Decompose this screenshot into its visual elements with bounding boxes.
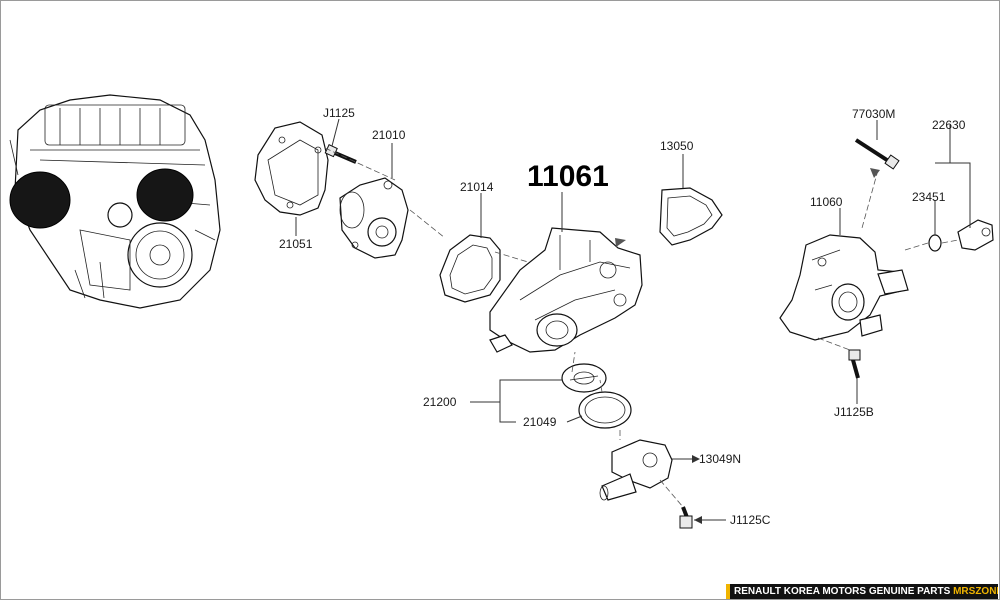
part-11061-housing <box>489 227 643 353</box>
label-13049n: 13049N <box>699 452 741 466</box>
part-21014-gasket <box>439 234 501 303</box>
main-part-number: 11061 <box>527 160 609 193</box>
label-j1125: J1125 <box>323 106 355 120</box>
label-77030m: 77030M <box>852 107 895 121</box>
leader-lines <box>295 118 971 521</box>
label-21014: 21014 <box>460 180 494 194</box>
engine-assembly-illustration <box>9 94 221 309</box>
label-13050: 13050 <box>660 139 694 153</box>
part-j1125c-bolt <box>679 506 693 529</box>
assembly-lines <box>324 147 959 508</box>
label-11060: 11060 <box>810 195 843 209</box>
part-21049-seal-ring <box>578 391 632 429</box>
part-77030m-bolt <box>854 138 900 170</box>
footer-banner: RENAULT KOREA MOTORS GENUINE PARTS MRSZO… <box>726 584 998 599</box>
label-21049: 21049 <box>523 415 557 429</box>
part-j1125-bolt <box>324 144 357 164</box>
label-21051: 21051 <box>279 237 313 251</box>
part-11060-housing <box>779 234 909 341</box>
label-21200: 21200 <box>423 395 457 409</box>
part-13049n-outlet <box>599 439 673 501</box>
part-21200-thermostat <box>561 363 607 393</box>
part-21010-water-pump <box>339 177 409 259</box>
label-21010: 21010 <box>372 128 406 142</box>
part-labels: 11061 J1125 21010 21014 21051 13050 7703… <box>279 106 966 527</box>
arrows <box>615 168 880 524</box>
part-22630-sensor <box>957 219 994 251</box>
part-j1125b-bolt <box>848 349 861 379</box>
label-22630: 22630 <box>932 118 966 132</box>
label-23451: 23451 <box>912 190 946 204</box>
part-23451-o-ring <box>928 234 942 252</box>
footer-text: RENAULT KOREA MOTORS GENUINE PARTS <box>734 586 951 597</box>
part-21051-cover <box>254 121 329 216</box>
footer-brand: MRSZONE <box>953 586 998 597</box>
label-j1125c: J1125C <box>730 513 771 527</box>
footer-accent-bar <box>726 584 730 599</box>
label-j1125b: J1125B <box>834 405 874 419</box>
part-13050-gasket <box>659 187 723 246</box>
